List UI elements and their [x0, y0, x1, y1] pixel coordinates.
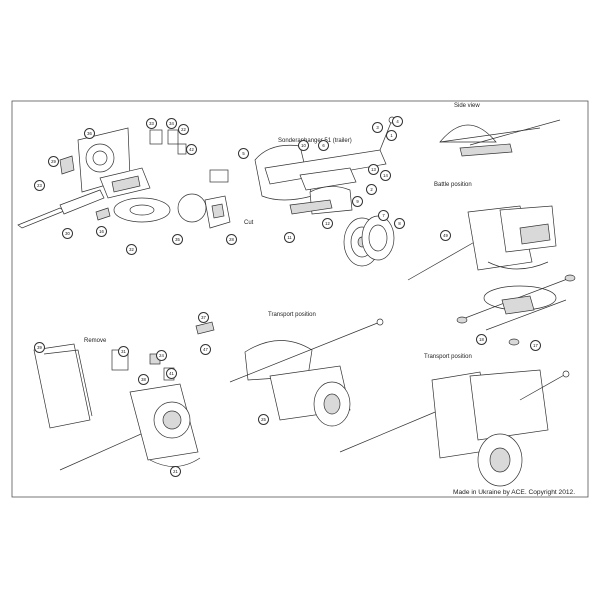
callout: 47 [200, 344, 211, 355]
part-37 [195, 321, 215, 335]
callout: 9 [352, 196, 363, 207]
gun-mantlet-hub [162, 410, 182, 430]
callout: 1 [386, 130, 397, 141]
callout: 12 [322, 218, 333, 229]
pedestal-ring [177, 193, 207, 223]
callout: 18 [476, 334, 487, 345]
trailer-plate [289, 199, 333, 215]
transport-position-drawing-1 [229, 318, 384, 427]
transport2-body [469, 369, 549, 441]
callout: 22 [178, 124, 189, 135]
transport2-tow-bar [519, 373, 567, 401]
transport-wheel-hub [323, 393, 341, 415]
callout: 6 [318, 140, 329, 151]
transport-position-label-top: Transport position [268, 312, 316, 318]
side-view-label: Side view [454, 103, 480, 109]
callout: 39 [34, 342, 45, 353]
copyright-footer: Made in Ukraine by ACE. Copyright 2012. [453, 489, 576, 496]
base-plate-hub [129, 204, 155, 216]
battle-detail [519, 223, 551, 245]
callout: 4 [392, 116, 403, 127]
callout: 2 [366, 184, 377, 195]
callout: 10 [298, 140, 309, 151]
pedestal-detail [211, 203, 225, 219]
transport-tow-ring [376, 318, 384, 326]
side-view-trail [469, 119, 561, 146]
transport2-tow-ring [562, 370, 570, 378]
trailer-exploded-view [254, 116, 396, 267]
part-33 [149, 129, 163, 145]
battle-position-drawing [407, 205, 557, 281]
callout: 34 [166, 118, 177, 129]
callout: 23 [34, 180, 45, 191]
trailer-frame [264, 149, 387, 185]
remove-label: Remove [84, 338, 107, 344]
callout: 35 [172, 234, 183, 245]
part-29 [59, 155, 75, 175]
gun-shield-exploded-view [17, 127, 231, 229]
callout: 21 [170, 466, 181, 477]
trailer-axle-box [299, 167, 357, 191]
callout: 16 [96, 226, 107, 237]
callout: 17 [530, 340, 541, 351]
cut-label: Cut [244, 220, 254, 226]
callout: 38 [138, 374, 149, 385]
side-view-shield [439, 124, 497, 143]
callout: 37 [198, 312, 209, 323]
callout: 8 [394, 218, 405, 229]
outrigger-leg-2 [485, 299, 567, 331]
callout: 29 [48, 156, 59, 167]
transport2-wheel-hub [489, 447, 511, 473]
callout: 42 [186, 144, 197, 155]
transport-shield [244, 340, 313, 381]
shield-ring-inner [92, 150, 108, 166]
part-box [209, 169, 229, 183]
callout: 11 [284, 232, 295, 243]
callout: 31 [118, 346, 129, 357]
part-34 [167, 129, 179, 145]
callout: 33 [146, 118, 157, 129]
side-view-drawing [439, 119, 561, 157]
callout: 25 [258, 414, 269, 425]
part-22 [177, 143, 187, 155]
outrigger-base-drawing [456, 274, 576, 346]
base-detail [501, 295, 535, 315]
callout: 36 [84, 128, 95, 139]
callout: 3 [372, 122, 383, 133]
transport-position-drawing-2 [339, 369, 570, 487]
part-16 [95, 207, 111, 221]
callout: 41 [166, 368, 177, 379]
battle-base-arc [487, 261, 549, 270]
foot-pad-2 [564, 274, 576, 282]
callout: 13 [368, 164, 379, 175]
side-view-base [459, 143, 513, 157]
battle-barrel [407, 239, 479, 281]
trailer-label: Sonderanhanger 51 (trailer) [278, 138, 352, 144]
barrel-sleeve [59, 189, 105, 215]
cradle-detail [111, 175, 141, 193]
foot-pad-3 [508, 338, 520, 346]
shield-edge [43, 349, 93, 417]
callout: 32 [126, 244, 137, 255]
removable-shield [33, 343, 91, 429]
callout: 49 [440, 230, 451, 241]
foot-pad-1 [456, 316, 468, 324]
shield-remove-drawing [33, 321, 215, 471]
transport-position-label-bottom: Transport position [424, 354, 472, 360]
gun-barrel-lower [59, 429, 151, 471]
callout: 14 [380, 170, 391, 181]
transport2-barrel [339, 409, 441, 453]
callout: 24 [156, 350, 167, 361]
battle-position-label: Battle position [434, 182, 472, 188]
callout: 7 [378, 210, 389, 221]
transport-frame [229, 321, 381, 383]
trailer-wheel-2-rim [368, 224, 388, 252]
callout: 28 [226, 234, 237, 245]
callout: 5 [238, 148, 249, 159]
callout: 30 [62, 228, 73, 239]
